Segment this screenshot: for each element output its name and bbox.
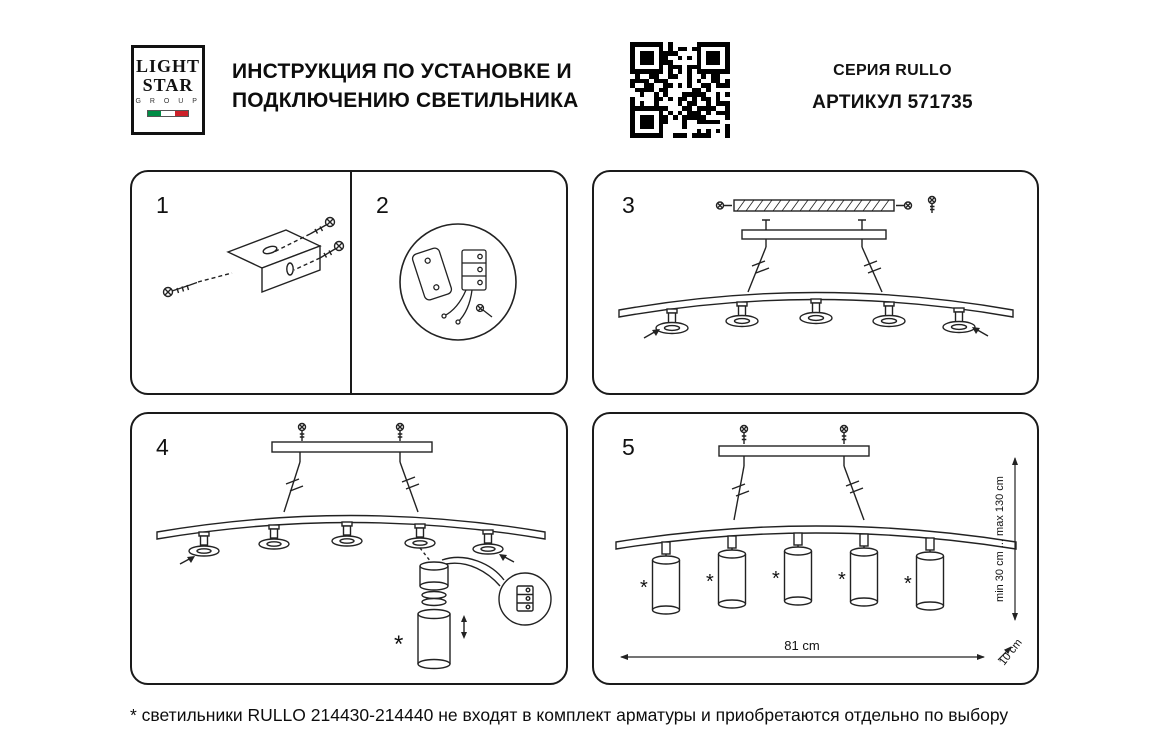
step-1-number: 1 <box>156 192 169 218</box>
suspension-rod <box>843 465 865 521</box>
footnote-asterisks: * * * * * <box>640 568 912 599</box>
page-title: ИНСТРУКЦИЯ ПО УСТАНОВКЕ И ПОДКЛЮЧЕНИЮ СВ… <box>232 57 579 115</box>
panel-divider <box>350 172 352 393</box>
screw-icon <box>715 201 732 210</box>
lamp-socket <box>419 561 449 607</box>
footnote: * светильники RULLO 214430-214440 не вхо… <box>130 705 1009 725</box>
lamp-shade <box>417 608 451 670</box>
width-label: 81 cm <box>784 638 819 653</box>
pendant-ring <box>188 531 220 557</box>
bracket-plate <box>226 229 322 294</box>
suspension-rod <box>733 465 745 521</box>
lamp-assembly-diagram: * <box>156 422 552 670</box>
mounting-plate <box>741 229 887 240</box>
lamp-pendant <box>717 535 747 609</box>
suspension-rod <box>399 461 419 513</box>
double-arrow-icon <box>461 615 467 639</box>
svg-text:*: * <box>838 569 846 591</box>
arrow-icon <box>643 329 660 339</box>
screw-icon <box>927 195 937 213</box>
svg-text:*: * <box>640 577 648 599</box>
svg-text:*: * <box>772 568 780 590</box>
ceiling-mount-diagram <box>618 195 1014 339</box>
italian-flag-icon <box>147 110 189 117</box>
screw-icon <box>839 424 849 444</box>
mounting-plate <box>718 445 870 457</box>
screw-icon <box>475 303 493 318</box>
step-2-number: 2 <box>376 192 389 218</box>
curved-rail <box>156 514 546 540</box>
qr-code <box>630 42 730 138</box>
mounting-plate <box>271 441 433 453</box>
bracket-mounting-diagram <box>162 216 345 298</box>
arrow-icon <box>499 554 515 563</box>
junction-cover <box>411 247 453 301</box>
magnified-connector <box>498 572 552 626</box>
pendant-ring <box>404 523 436 549</box>
pendant-ring <box>872 301 906 328</box>
screw-icon <box>162 281 198 298</box>
wires <box>441 289 473 325</box>
pendant-ring <box>258 524 290 550</box>
panel-steps-1-2: 1 2 <box>130 170 568 395</box>
lamp-pendant <box>915 537 945 611</box>
pendant-ring <box>799 298 833 325</box>
height-label: min 30 cm ... max 130 cm <box>994 476 1006 602</box>
article-label: АРТИКУЛ 571735 <box>812 92 973 113</box>
series-info: СЕРИЯ RULLO АРТИКУЛ 571735 <box>790 62 995 114</box>
lightstar-logo: LIGHT STAR G R O U P <box>131 45 205 135</box>
pendant-ring <box>942 307 976 334</box>
panel-step-3: 3 <box>592 170 1039 395</box>
step-3-number: 3 <box>622 192 635 218</box>
screw-icon <box>319 240 345 259</box>
panel-step-5: 5 <box>592 412 1039 685</box>
logo-text-group: G R O U P <box>135 98 201 105</box>
pendant-ring <box>655 308 689 335</box>
curved-rail <box>618 291 1014 318</box>
suspension-rod <box>747 246 767 293</box>
offset-label: 10 cm <box>997 637 1025 668</box>
arrow-icon <box>179 556 195 565</box>
wiring-connection-diagram <box>399 223 517 341</box>
title-line-2: ПОДКЛЮЧЕНИЮ СВЕТИЛЬНИКА <box>232 89 579 112</box>
logo-text-light: LIGHT <box>135 56 201 76</box>
pendant-ring <box>331 521 363 547</box>
canopy-bar <box>733 199 895 212</box>
screw-icon <box>739 424 749 444</box>
screw-icon <box>395 422 405 441</box>
step-5-number: 5 <box>622 434 635 460</box>
title-line-1: ИНСТРУКЦИЯ ПО УСТАНОВКЕ И <box>232 60 572 83</box>
offset-arrow <box>997 646 1012 661</box>
pendant-ring <box>472 529 504 555</box>
footnote-asterisk: * <box>394 631 403 658</box>
lamp-pendant <box>651 541 681 615</box>
panel-step-4: 4 <box>130 412 568 685</box>
screw-icon <box>896 201 913 210</box>
series-label: СЕРИЯ RULLO <box>833 62 952 79</box>
pendant-ring <box>725 301 759 328</box>
suspension-rod <box>861 246 883 293</box>
screw-icon <box>297 422 307 441</box>
step-4-number: 4 <box>156 434 169 460</box>
wire <box>441 556 505 581</box>
logo-text-star: STAR <box>142 75 194 95</box>
wire <box>445 562 501 587</box>
curved-rail <box>615 525 1017 550</box>
arrow-icon <box>972 327 989 337</box>
suspension-rod <box>283 461 301 513</box>
lamp-pendant <box>783 532 813 606</box>
screw-icon <box>309 216 336 235</box>
lamp-pendant <box>849 533 879 607</box>
fixture-dimensions-diagram: * * * * * 81 cm min 30 cm ... max 130 cm… <box>615 424 1025 668</box>
terminal-block <box>461 249 487 291</box>
svg-text:*: * <box>904 573 912 595</box>
svg-text:*: * <box>706 571 714 593</box>
